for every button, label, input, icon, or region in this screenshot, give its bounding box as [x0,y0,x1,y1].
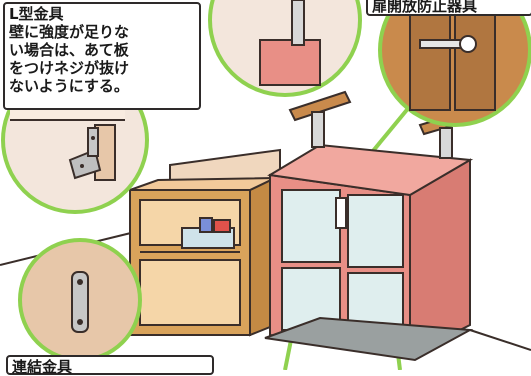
l-bracket-callout-line: ないようにする。 [9,77,129,95]
l-bracket-callout-line: L型金具 [9,5,64,23]
joining-plate-callout: 連結金具 [6,355,214,376]
low-shelf [129,148,281,337]
l-bracket-callout-line: 壁に強度が足りな [9,23,130,41]
l-bracket-callout-line: い場合は、あて板 [9,41,129,59]
l-bracket-callout: L型金具 壁に強度が足りな い場合は、あて板 をつけネジが抜け ないようにする。 [3,2,201,110]
joining-plate-detail [18,238,142,362]
door-lock-callout-text: 扉開放防止器具 [372,0,478,15]
joining-plate-callout-text: 連結金具 [12,358,73,376]
cabinet [264,143,474,362]
door-lock-detail [378,0,531,127]
ceiling-detail [208,0,362,97]
l-bracket-callout-line: をつけネジが抜け [9,59,130,77]
door-lock-callout: 扉開放防止器具 [366,0,531,16]
